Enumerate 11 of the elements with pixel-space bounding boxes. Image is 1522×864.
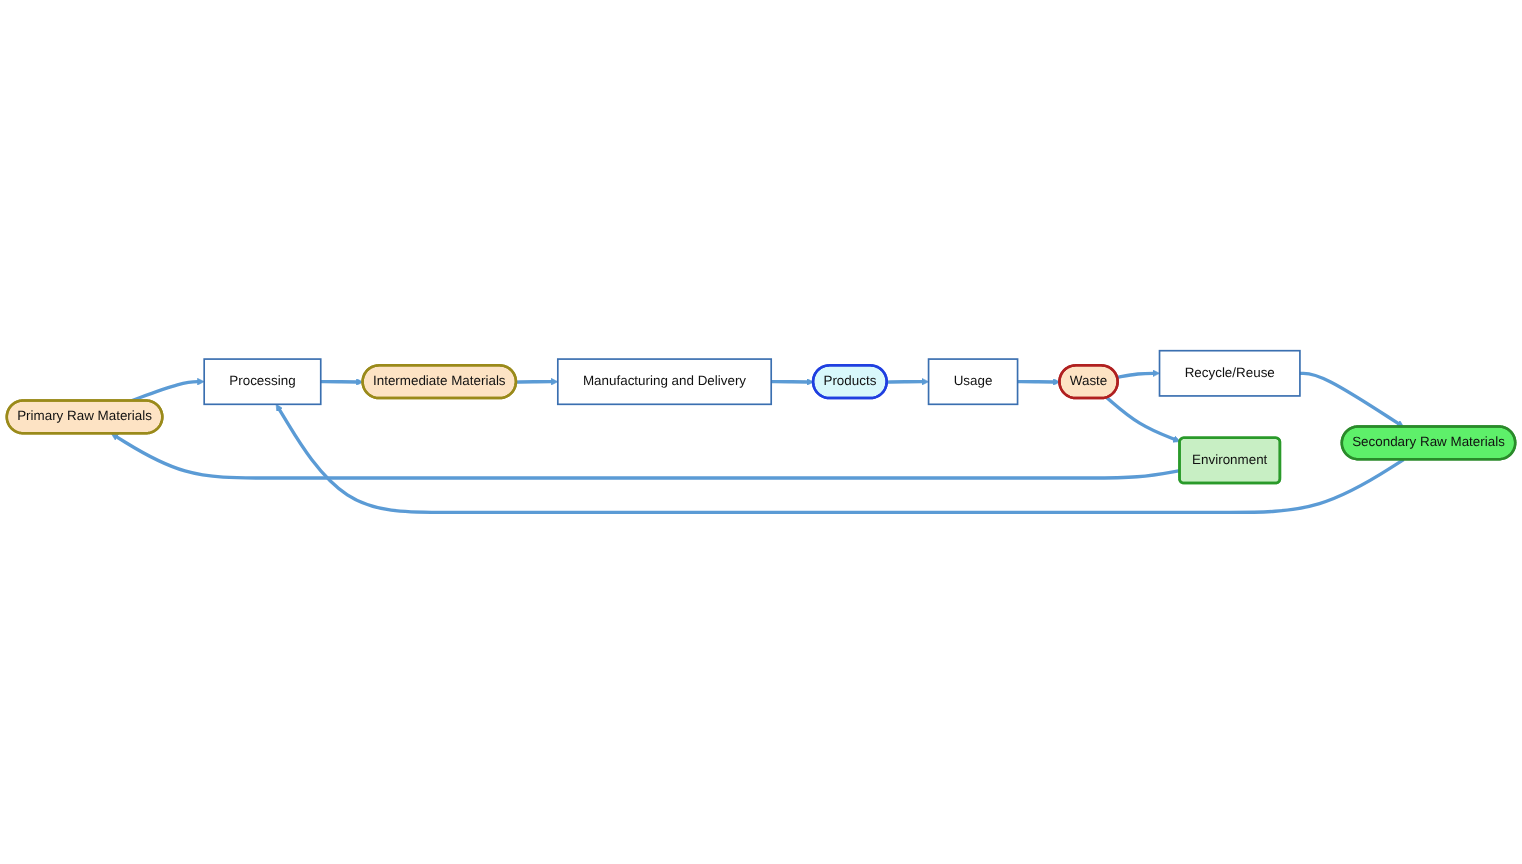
arrow: [320, 378, 364, 387]
arrow: [111, 433, 1181, 481]
arrow: [771, 378, 814, 387]
arrow: [887, 378, 929, 386]
arrow: [1299, 372, 1404, 428]
arrow: [275, 404, 1405, 515]
arrow: [1017, 378, 1061, 387]
arrow: [1105, 396, 1181, 443]
arrow: [516, 378, 559, 386]
arrow: [130, 378, 205, 403]
arrow: [1117, 370, 1160, 380]
